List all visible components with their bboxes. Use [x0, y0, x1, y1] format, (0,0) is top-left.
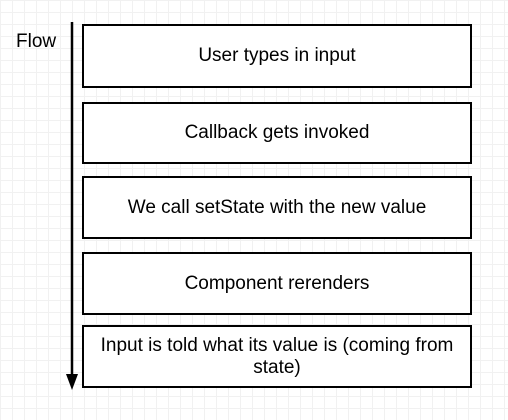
flow-step-1: User types in input [82, 24, 472, 88]
flow-step-2: Callback gets invoked [82, 102, 472, 164]
flow-axis-label: Flow [16, 31, 57, 52]
flow-step-3: We call setState with the new value [82, 176, 472, 239]
flow-step-5-label: Input is told what its value is (coming … [100, 334, 454, 378]
flow-step-3-label: We call setState with the new value [127, 196, 427, 218]
flow-step-4-label: Component rerenders [184, 272, 370, 294]
flow-step-1-label: User types in input [198, 45, 356, 66]
flow-step-4: Component rerenders [82, 252, 472, 315]
flow-step-2-label: Callback gets invoked [184, 122, 370, 143]
flow-step-5: Input is told what its value is (coming … [82, 325, 472, 388]
flow-arrow-head [66, 374, 78, 390]
flow-down-arrow-icon [66, 22, 78, 390]
